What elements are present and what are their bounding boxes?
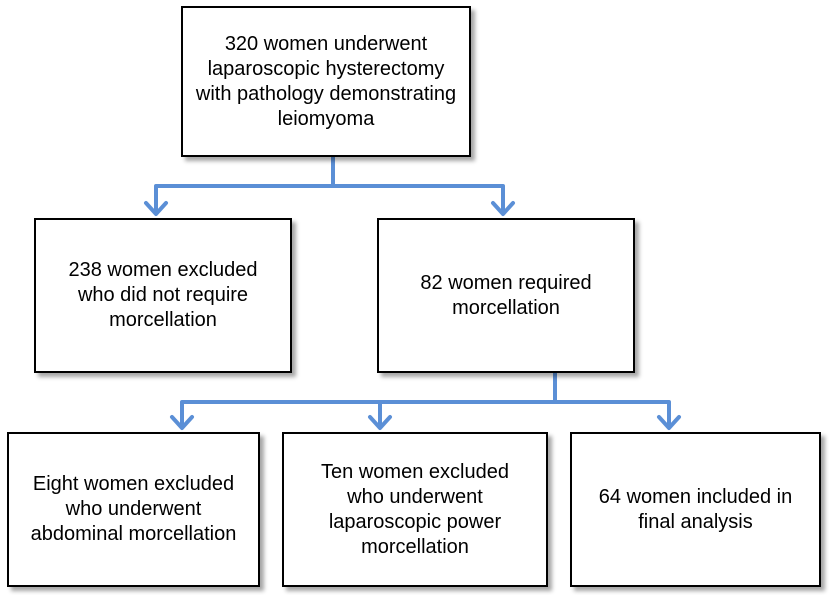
excluded-power-text: Ten women excluded who underwent laparos… (321, 460, 509, 558)
arrowhead-to-required (491, 201, 515, 216)
arrowhead-to-excluded (144, 201, 168, 216)
root-text: 320 women underwent laparoscopic hystere… (195, 32, 457, 130)
excluded-no-morcellation-text: 238 women excluded who did not require m… (68, 259, 258, 331)
arrowhead-to-abdominal (170, 415, 194, 430)
root-box: 320 women underwent laparoscopic hystere… (181, 6, 471, 157)
arrowhead-to-included (657, 415, 681, 430)
included-final-box: 64 women included in final analysis (570, 432, 821, 587)
connector-root-split (154, 155, 505, 214)
connector-required-split (180, 371, 671, 428)
excluded-abdominal-text: Eight women excluded who underwent abdom… (30, 473, 237, 545)
included-final-text: 64 women included in final analysis (598, 485, 793, 533)
arrowhead-to-power (368, 415, 392, 430)
required-morcellation-text: 82 women required morcellation (420, 271, 592, 319)
required-morcellation-box: 82 women required morcellation (377, 218, 635, 373)
excluded-power-box: Ten women excluded who underwent laparos… (282, 432, 548, 587)
excluded-abdominal-box: Eight women excluded who underwent abdom… (7, 432, 260, 587)
excluded-no-morcellation-box: 238 women excluded who did not require m… (34, 218, 292, 373)
